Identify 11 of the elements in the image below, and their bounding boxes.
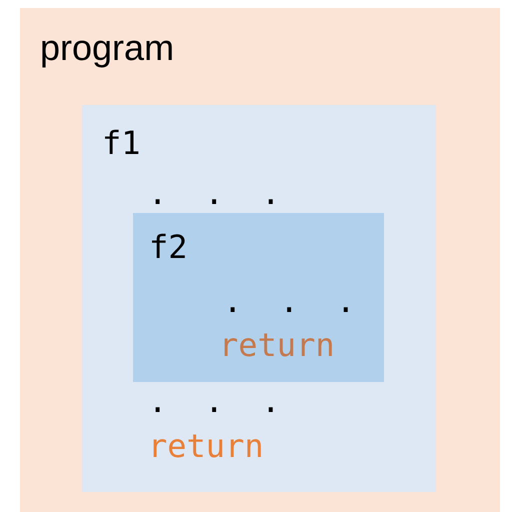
ellipsis: . . . [148, 385, 290, 417]
box-title: program [40, 30, 174, 66]
scope-box [82, 105, 436, 492]
scope-box [20, 8, 500, 512]
scope-box [133, 213, 384, 382]
code-keyword: return [148, 430, 264, 462]
box-title: f2 [149, 231, 188, 263]
ellipsis: . . . [148, 177, 290, 209]
code-keyword: return [219, 329, 335, 361]
ellipsis: . . . [223, 285, 364, 317]
box-title: f1 [102, 127, 141, 159]
